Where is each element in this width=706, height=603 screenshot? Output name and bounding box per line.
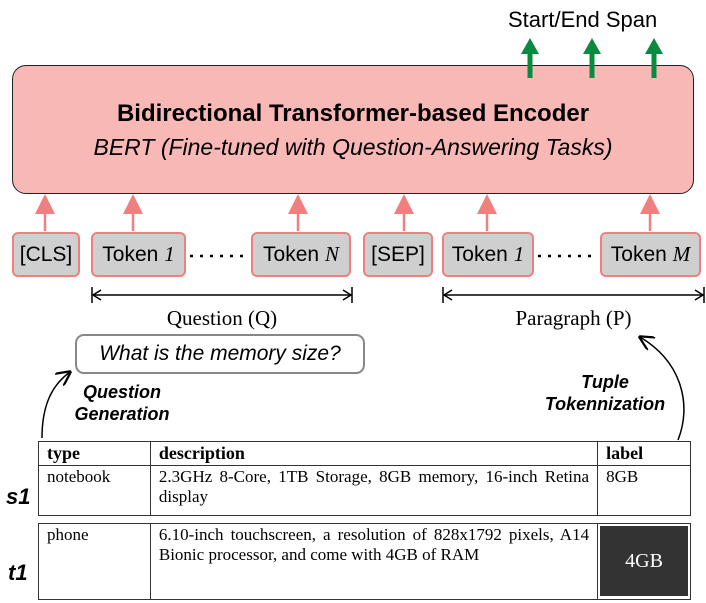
header-type: type bbox=[38, 441, 151, 466]
cls-token: [CLS] bbox=[12, 232, 80, 277]
question-span bbox=[91, 287, 353, 303]
cell-description: 6.10-inch touchscreen, a resolution of 8… bbox=[149, 523, 599, 600]
encoder-box bbox=[12, 65, 694, 194]
paragraph-span bbox=[442, 287, 705, 303]
tuple-tokenization-arrow bbox=[640, 337, 685, 441]
tuple-tokenization-label: Tuple Tokennization bbox=[544, 372, 666, 414]
cell-description: 2.3GHz 8-Core, 1TB Storage, 8GB memory, … bbox=[149, 465, 599, 516]
source-table: type description label notebook 2.3GHz 8… bbox=[38, 441, 691, 516]
paragraph-token-first: Token 1 bbox=[442, 232, 534, 277]
cell-label: 4GB bbox=[597, 523, 691, 600]
table-row: phone 6.10-inch touchscreen, a resolutio… bbox=[38, 523, 691, 600]
question-token-first: Token 1 bbox=[91, 232, 186, 277]
question-generation-label: Question Generation bbox=[74, 382, 170, 424]
cell-type: notebook bbox=[38, 465, 151, 516]
cell-type: phone bbox=[38, 523, 151, 600]
generated-question-box: What is the memory size? bbox=[75, 334, 365, 374]
cell-label: 8GB bbox=[597, 465, 691, 516]
question-segment-label: Question (Q) bbox=[166, 306, 278, 330]
header-label: label bbox=[597, 441, 691, 466]
row-label-s1: s1 bbox=[6, 484, 31, 509]
output-arrows bbox=[521, 38, 663, 78]
header-description: description bbox=[149, 441, 599, 466]
paragraph-segment-label: Paragraph (P) bbox=[515, 306, 632, 330]
predicted-label-highlight: 4GB bbox=[600, 526, 688, 596]
encoder-title: Bidirectional Transformer-based Encoder bbox=[116, 100, 590, 127]
target-table: phone 6.10-inch touchscreen, a resolutio… bbox=[38, 523, 691, 600]
input-arrows bbox=[35, 194, 660, 231]
row-label-t1: t1 bbox=[8, 560, 28, 585]
question-token-last: Token N bbox=[251, 232, 351, 277]
paragraph-token-last: Token M bbox=[600, 232, 701, 277]
question-generation-arrow bbox=[41, 372, 70, 439]
table-row: notebook 2.3GHz 8-Core, 1TB Storage, 8GB… bbox=[38, 465, 691, 516]
output-label: Start/End Span bbox=[508, 7, 658, 32]
encoder-subtitle: BERT (Fine-tuned with Question-Answering… bbox=[93, 134, 613, 160]
sep-token: [SEP] bbox=[363, 232, 433, 277]
